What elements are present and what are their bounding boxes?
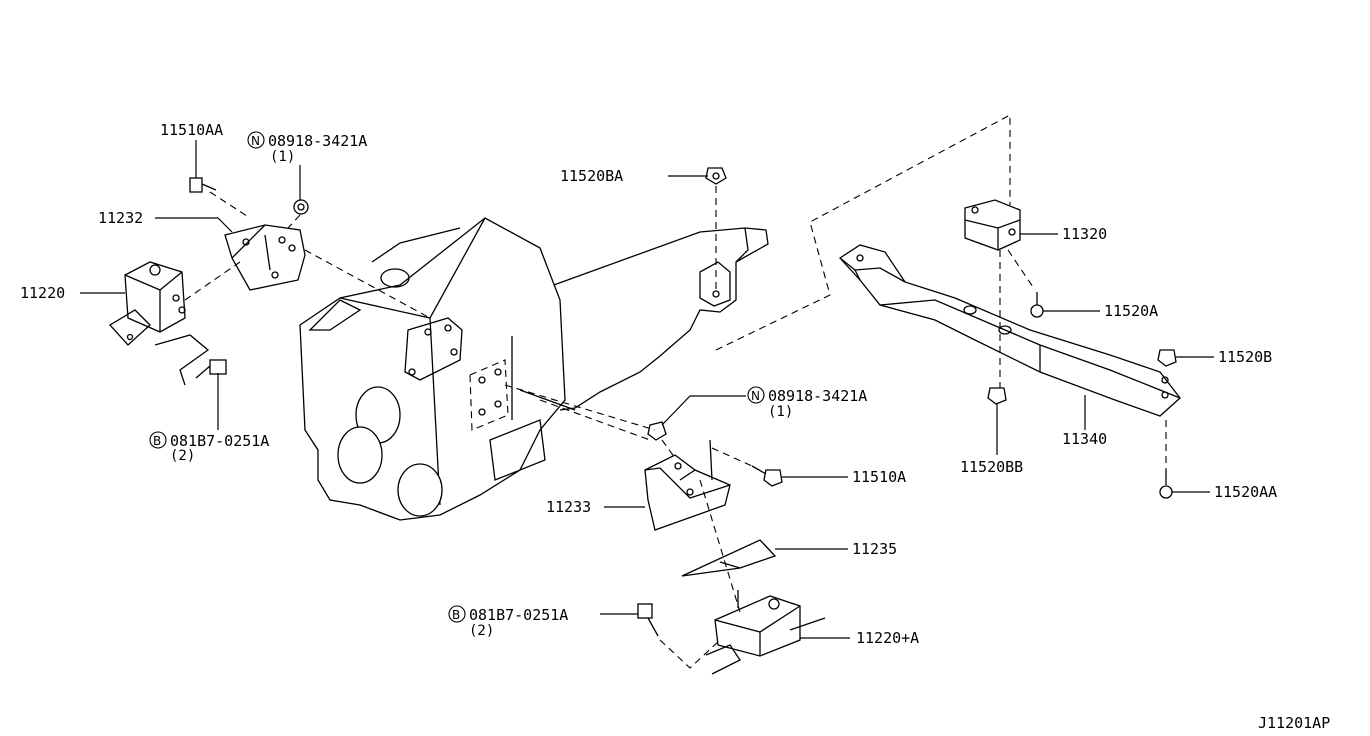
- label-11233: 11233: [546, 498, 591, 516]
- nut-icon-11520BA: [705, 167, 727, 185]
- nut-icon-11520BB: [987, 387, 1007, 405]
- engine-transmission-illustration: [299, 217, 769, 521]
- assembly-dashed-lines: [184, 114, 1167, 669]
- bolt-icon-081B7-left: [195, 359, 227, 379]
- heat-shield-plate: [681, 539, 777, 577]
- left-engine-mount-insulator: [108, 261, 210, 386]
- label-11520B: 11520B: [1218, 348, 1272, 366]
- qty-081B7-left: (2): [170, 448, 195, 464]
- leader-lines: [80, 140, 1214, 639]
- nut-icon-08918-mid: [647, 421, 667, 441]
- part-labels: 11510AA N 08918-3421A (1) 11232 11220 B …: [20, 121, 1330, 732]
- label-11520BB: 11520BB: [960, 458, 1023, 476]
- label-08918-top: 08918-3421A: [268, 132, 367, 150]
- b-prefix-left: B: [153, 434, 161, 448]
- label-11320: 11320: [1062, 225, 1107, 243]
- nut-icon-11520B: [1157, 349, 1177, 367]
- label-11520BA: 11520BA: [560, 167, 623, 185]
- nut-icon-08918-top: [293, 199, 309, 215]
- rear-mount-insulator: [964, 199, 1021, 251]
- n-symbol-icon: [247, 131, 265, 149]
- left-mount-bracket: [224, 224, 306, 291]
- n-prefix-mid: N: [751, 389, 760, 403]
- b-symbol-icon: [149, 431, 167, 449]
- label-081B7-left: 081B7-0251A: [170, 432, 269, 450]
- b-symbol-icon-bottom: [448, 605, 466, 623]
- label-11520A: 11520A: [1104, 302, 1158, 320]
- label-11520AA: 11520AA: [1214, 483, 1277, 501]
- qty-081B7-bottom: (2): [469, 623, 494, 639]
- qty-08918-mid: (1): [768, 404, 793, 420]
- label-11232: 11232: [98, 209, 143, 227]
- label-081B7-bottom: 081B7-0251A: [469, 606, 568, 624]
- right-mount-bracket: [644, 439, 731, 531]
- label-11340: 11340: [1062, 430, 1107, 448]
- bolt-icon-11520AA: [1159, 470, 1173, 499]
- bolt-icon-11520A: [1030, 292, 1044, 318]
- bolt-icon-081B7-bottom: [637, 603, 659, 637]
- label-11510A: 11510A: [852, 468, 906, 486]
- qty-08918-top: (1): [270, 149, 295, 165]
- n-prefix-top: N: [251, 134, 260, 148]
- bolt-icon-11510A: [751, 465, 783, 487]
- b-prefix-bottom: B: [452, 608, 460, 622]
- label-11235: 11235: [852, 540, 897, 558]
- bolt-icon-11510AA: [189, 177, 217, 193]
- diagram-code: J11201AP: [1258, 714, 1330, 732]
- right-engine-mount-insulator: [705, 590, 826, 675]
- rear-crossmember: [839, 244, 1181, 417]
- label-11220: 11220: [20, 284, 65, 302]
- n-symbol-icon-mid: [747, 386, 765, 404]
- label-11220A: 11220+A: [856, 629, 919, 647]
- label-08918-mid: 08918-3421A: [768, 387, 867, 405]
- label-11510AA: 11510AA: [160, 121, 223, 139]
